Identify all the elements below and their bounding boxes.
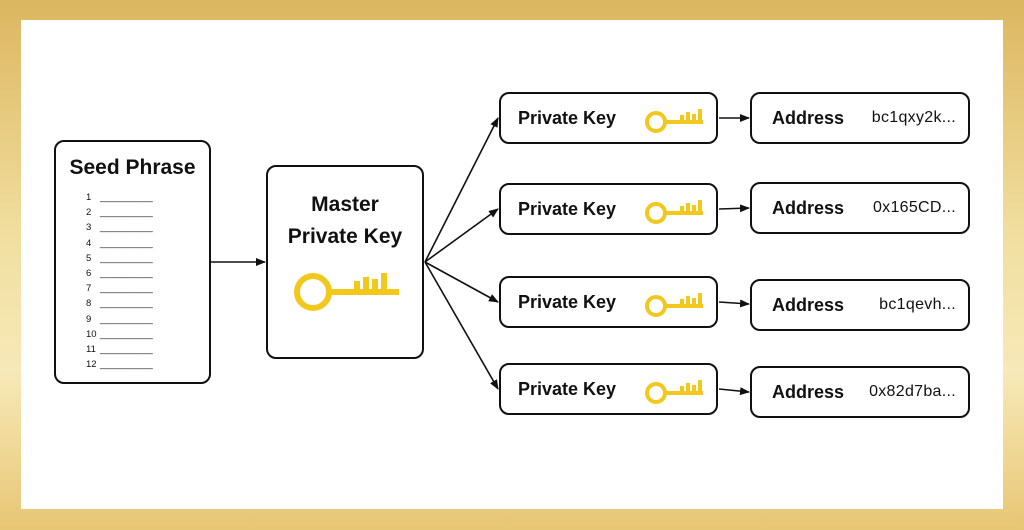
seed-word-line: 5 __________ (86, 251, 153, 266)
seed-word-line: 12__________ (86, 357, 153, 372)
seed-word-number: 10 (86, 328, 97, 340)
address-box: Address 0x165CD... (750, 182, 970, 234)
seed-word-line: 11 __________ (86, 342, 153, 357)
seed-phrase-box: Seed Phrase 1 __________ 2 __________ 3 ___… (54, 140, 211, 384)
address-box: Address 0x82d7ba... (750, 366, 970, 418)
seed-word-blank: __________ (100, 192, 153, 203)
address-value: bc1qxy2k... (871, 109, 956, 126)
seed-phrase-title: Seed Phrase (69, 156, 196, 179)
seed-word-number: 3 (86, 222, 92, 234)
key-icon (645, 293, 703, 317)
seed-word-blank: __________ (100, 328, 153, 340)
address-label: Address (772, 198, 845, 218)
seed-word-number: 1 (86, 192, 92, 203)
master-private-key-box: Master Private Key (266, 165, 424, 359)
private-key-box: Private Key (499, 363, 718, 415)
address-label: Address (772, 382, 845, 402)
seed-word-blank: __________ (100, 252, 153, 264)
private-key-label: Private Key (518, 199, 617, 219)
seed-word-list: 1 __________ 2 __________ 3 __________ 4 ___… (86, 190, 153, 372)
master-private-key-title: Master Private Key (268, 189, 422, 253)
seed-word-blank: __________ (100, 222, 153, 234)
seed-word-number: 6 (86, 268, 92, 280)
master-title-line1: Master (311, 193, 379, 216)
seed-word-blank: __________ (100, 313, 153, 325)
private-key-label: Private Key (518, 379, 617, 399)
key-icon (294, 273, 399, 311)
private-key-box: Private Key (499, 276, 718, 328)
address-value: bc1qevh... (879, 296, 956, 313)
private-key-box: Private Key (499, 92, 718, 144)
seed-word-blank: __________ (100, 268, 153, 280)
seed-word-line: 9 __________ (86, 312, 153, 327)
seed-word-line: 2 __________ (86, 205, 153, 220)
seed-word-line: 3 __________ (86, 220, 153, 235)
seed-word-number: 4 (86, 237, 92, 249)
address-label: Address (772, 295, 845, 315)
private-key-label: Private Key (518, 292, 617, 312)
seed-word-line: 7 __________ (86, 281, 153, 296)
seed-word-blank: __________ (100, 237, 153, 249)
seed-word-blank: __________ (100, 344, 153, 356)
seed-word-line: 8 __________ (86, 296, 153, 311)
seed-word-number: 11 (86, 344, 96, 356)
master-title-line2: Private Key (287, 225, 403, 248)
seed-word-blank: __________ (100, 283, 153, 295)
private-key-box: Private Key (499, 183, 718, 235)
private-key-label: Private Key (518, 108, 617, 128)
address-value: 0x165CD... (872, 199, 956, 216)
address-box: Address bc1qxy2k... (750, 92, 970, 144)
seed-word-blank: __________ (100, 298, 153, 310)
key-icon (645, 200, 703, 224)
seed-word-number: 7 (86, 283, 92, 295)
seed-word-blank: __________ (100, 207, 153, 219)
address-box: Address bc1qevh... (750, 279, 970, 331)
seed-word-number: 8 (86, 298, 92, 310)
key-icon (645, 380, 703, 404)
seed-word-number: 9 (86, 313, 92, 325)
seed-word-number: 12 (86, 359, 97, 371)
seed-word-number: 2 (86, 207, 92, 219)
seed-word-line: 1 __________ (86, 190, 153, 205)
seed-word-line: 4 __________ (86, 236, 153, 251)
seed-word-blank: __________ (100, 359, 153, 371)
seed-word-line: 6 __________ (86, 266, 153, 281)
seed-word-line: 10__________ (86, 327, 153, 342)
seed-word-number: 5 (86, 252, 92, 264)
address-value: 0x82d7ba... (869, 383, 956, 400)
key-icon (645, 109, 703, 133)
address-label: Address (772, 108, 845, 128)
